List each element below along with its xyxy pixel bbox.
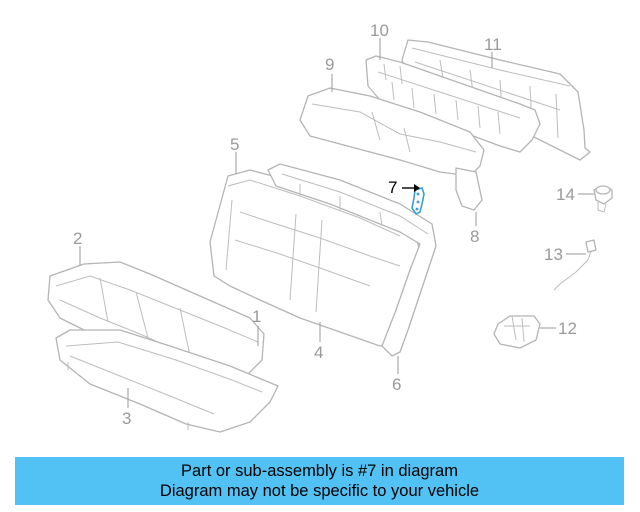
callout-4: 4 [314, 343, 323, 362]
callout-12: 12 [558, 319, 577, 338]
banner-line-1: Part or sub-assembly is #7 in diagram [181, 462, 458, 480]
part-9-upper-back-cushion[interactable] [299, 87, 485, 177]
callout-8: 8 [470, 227, 479, 246]
part-6-seat-back-frame[interactable] [267, 163, 437, 357]
part-12-latch-bracket[interactable] [493, 315, 541, 349]
callout-3: 3 [122, 409, 131, 428]
callout-14: 14 [556, 185, 575, 204]
info-banner: Part or sub-assembly is #7 in diagram Di… [15, 457, 624, 505]
part-2-seat-cushion[interactable] [47, 261, 265, 389]
callout-7: 7 [388, 178, 397, 197]
callout-10: 10 [370, 21, 389, 40]
callout-13: 13 [544, 245, 563, 264]
callout-11: 11 [484, 35, 502, 54]
banner-line-2: Diagram may not be specific to your vehi… [159, 482, 480, 500]
callout-5: 5 [230, 135, 239, 154]
callout-2: 2 [73, 229, 82, 248]
part-14-clip[interactable] [593, 185, 613, 213]
callout-1: 1 [252, 307, 261, 326]
parts-diagram: 1 2 3 4 5 6 7 8 9 10 11 12 13 14 [47, 21, 613, 433]
callout-9: 9 [325, 55, 334, 74]
part-7-highlighted-clip[interactable] [411, 187, 425, 216]
callout-6: 6 [392, 375, 401, 394]
part-13-cable[interactable] [553, 239, 597, 291]
part-8-bracket[interactable] [455, 167, 483, 226]
part-10-seat-back-frame[interactable] [365, 55, 541, 153]
part-3-seat-frame[interactable] [55, 329, 279, 433]
leader-lines [79, 38, 594, 408]
